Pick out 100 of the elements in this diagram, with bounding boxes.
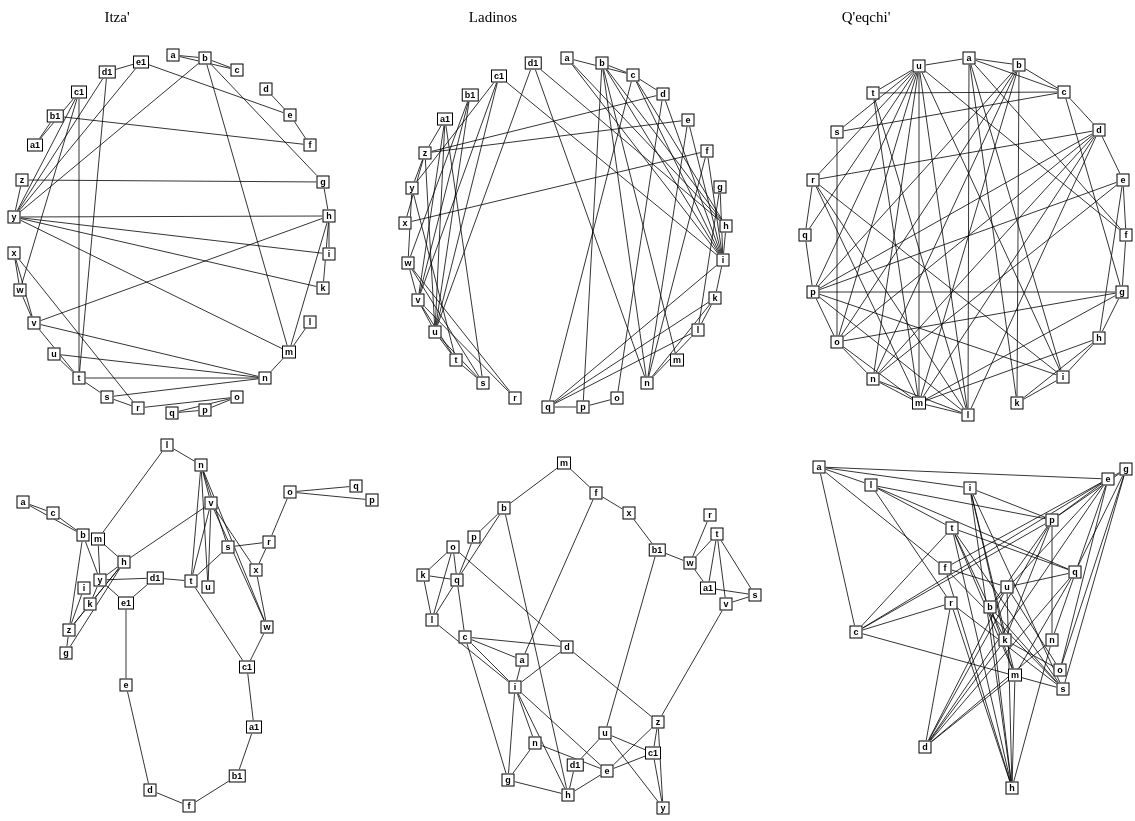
connector-line (541, 745, 601, 769)
connector-line (424, 159, 436, 326)
node-box: p (467, 530, 481, 544)
connector-line (820, 473, 855, 626)
node-box: d (259, 82, 273, 96)
node-box: y (405, 181, 419, 195)
connector-line (114, 63, 134, 70)
connector-line (459, 543, 472, 574)
connector-line (698, 193, 720, 324)
connector-line (862, 482, 1102, 629)
connector-line (608, 65, 627, 73)
node-box: p (198, 403, 212, 417)
node-box: a (812, 460, 826, 474)
node-box: l (691, 323, 705, 337)
connector-line (1011, 643, 1054, 667)
connector-line (130, 507, 205, 558)
connector-line (613, 755, 646, 769)
connector-line (211, 399, 231, 408)
node-box: d1 (146, 571, 164, 585)
connector-line (843, 292, 1116, 342)
connector-line (974, 64, 1121, 229)
connector-line (97, 545, 101, 574)
connector-line (1065, 98, 1121, 286)
connector-line (247, 673, 254, 721)
connector-line (951, 472, 1120, 565)
connector-line (540, 69, 720, 221)
connector-line (438, 624, 509, 683)
connector-line (653, 728, 658, 747)
connector-line (517, 693, 566, 789)
node-box: t (945, 521, 959, 535)
connector-line (664, 552, 684, 561)
connector-line (14, 259, 20, 284)
connector-line (429, 552, 447, 570)
connector-line (720, 540, 752, 589)
connector-line (39, 122, 51, 139)
column-title: Itza' (104, 7, 130, 27)
column-title: Q'eqchi' (841, 7, 891, 27)
node-box: k (416, 568, 430, 582)
node-box: m (557, 456, 571, 470)
connector-line (419, 82, 498, 294)
connector-line (471, 637, 561, 647)
connector-line (102, 451, 163, 533)
connector-line (707, 157, 723, 254)
node-box: b1 (46, 109, 64, 123)
connector-line (323, 188, 329, 210)
connector-line (15, 259, 33, 317)
connector-line (819, 133, 1093, 289)
connector-line (60, 359, 73, 373)
connector-line (708, 540, 717, 582)
connector-line (271, 498, 288, 536)
node-box: q (349, 479, 363, 493)
connector-line (819, 184, 1057, 373)
connector-line (611, 735, 646, 751)
node-box: n (258, 371, 272, 385)
connector-line (516, 693, 534, 737)
connector-line (723, 232, 726, 254)
node-box: e1 (118, 596, 134, 610)
connector-line (85, 377, 259, 379)
connector-line (202, 471, 210, 497)
node-box: l (425, 613, 439, 627)
node-box: e (600, 764, 614, 778)
node-box: q (450, 573, 464, 587)
connector-line (878, 136, 1094, 373)
connector-line (732, 596, 749, 603)
connector-line (293, 328, 306, 346)
node-box: n (194, 458, 208, 472)
node-box: d (143, 783, 157, 797)
connector-line (73, 610, 86, 624)
connector-line (918, 72, 920, 397)
node-box: y (93, 573, 107, 587)
connector-line (589, 399, 611, 406)
connector-line (995, 613, 1058, 683)
node-box: c (458, 630, 472, 644)
connector-line (613, 727, 652, 766)
node-box: e (1101, 472, 1115, 486)
node-box: b1 (228, 769, 246, 783)
node-box: a (560, 51, 574, 65)
connector-line (197, 552, 222, 576)
connector-line (815, 186, 917, 397)
node-box: a1 (27, 138, 43, 152)
node-box: y (7, 210, 21, 224)
connector-line (569, 771, 574, 789)
node-box: n (866, 372, 880, 386)
connector-line (573, 651, 652, 718)
connector-line (296, 492, 366, 500)
node-box: z (15, 173, 29, 187)
connector-line (877, 488, 946, 525)
connector-line (414, 159, 423, 182)
node-box: z (62, 623, 76, 637)
connector-line (20, 219, 283, 349)
connector-line (249, 633, 265, 661)
node-box: f (182, 799, 196, 813)
connector-line (582, 69, 603, 401)
node-box: o (283, 485, 297, 499)
node-box: r (806, 173, 820, 187)
node-box: b1 (648, 543, 666, 557)
connector-line (258, 548, 267, 564)
connector-line (125, 609, 127, 679)
connector-line (1099, 186, 1123, 332)
connector-line (416, 82, 495, 182)
